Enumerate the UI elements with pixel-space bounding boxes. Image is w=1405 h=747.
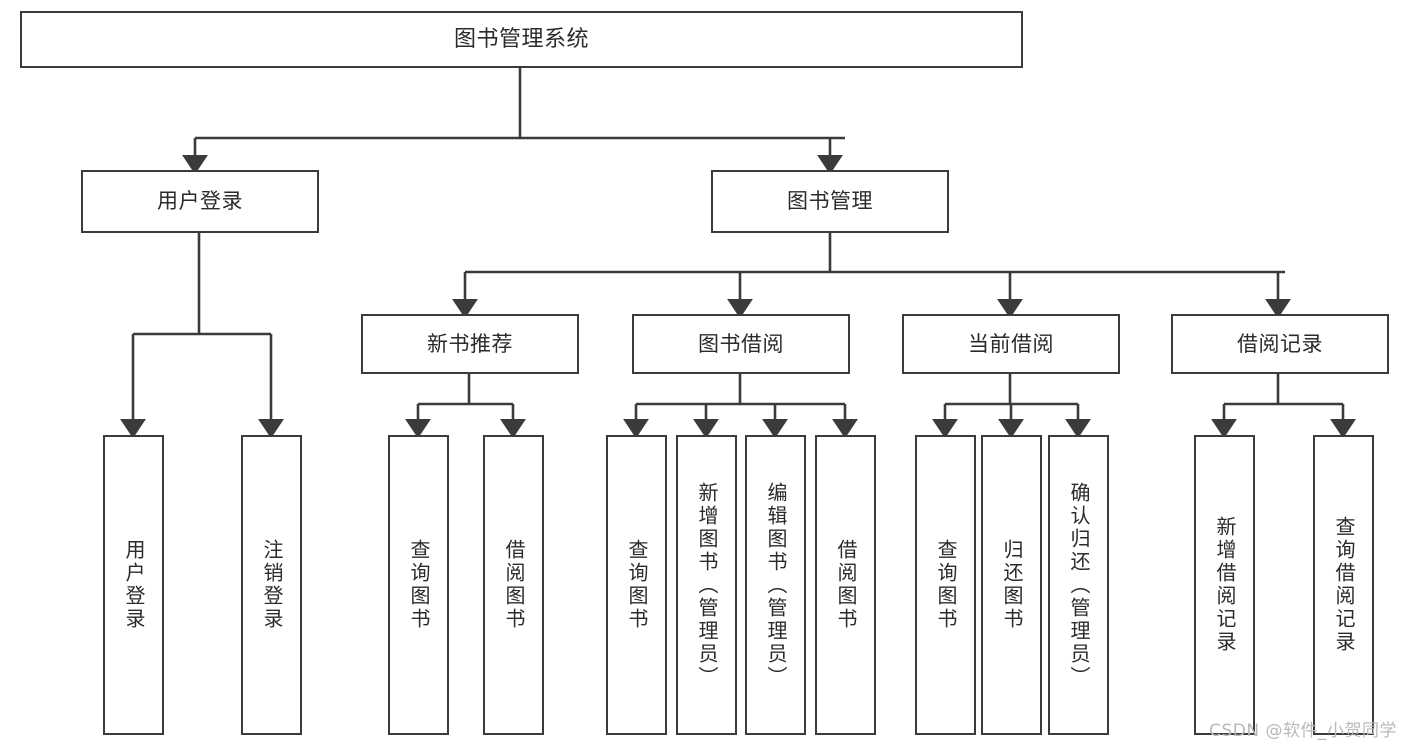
node-new-book-rec-label: 新书推荐 bbox=[427, 331, 513, 356]
node-book-manage-label: 图书管理 bbox=[787, 189, 873, 213]
node-user-login-label: 用户登录 bbox=[157, 189, 243, 213]
leaf-borrow-query[interactable]: 查询图书 bbox=[606, 435, 667, 735]
leaf-borrow-add-label: 新增图书（管理员） bbox=[695, 481, 719, 689]
node-book-manage[interactable]: 图书管理 bbox=[711, 170, 949, 233]
leaf-user-login-label: 用户登录 bbox=[122, 539, 146, 631]
leaf-user-login[interactable]: 用户登录 bbox=[103, 435, 164, 735]
leaf-rec-borrow[interactable]: 借阅图书 bbox=[483, 435, 544, 735]
leaf-user-logout[interactable]: 注销登录 bbox=[241, 435, 302, 735]
node-borrow-record[interactable]: 借阅记录 bbox=[1171, 314, 1389, 374]
leaf-rec-query[interactable]: 查询图书 bbox=[388, 435, 449, 735]
leaf-rec-query2[interactable]: 查询借阅记录 bbox=[1313, 435, 1374, 735]
node-root-label: 图书管理系统 bbox=[453, 26, 589, 52]
leaf-borrow-edit[interactable]: 编辑图书（管理员） bbox=[745, 435, 806, 735]
leaf-rec-query2-label: 查询借阅记录 bbox=[1332, 516, 1356, 654]
leaf-borrow-edit-label: 编辑图书（管理员） bbox=[764, 481, 788, 689]
leaf-rec-add[interactable]: 新增借阅记录 bbox=[1194, 435, 1255, 735]
leaf-user-logout-label: 注销登录 bbox=[260, 539, 284, 631]
leaf-rec-add-label: 新增借阅记录 bbox=[1213, 516, 1237, 654]
node-new-book-rec[interactable]: 新书推荐 bbox=[361, 314, 579, 374]
node-current-borrow[interactable]: 当前借阅 bbox=[902, 314, 1120, 374]
leaf-borrow-borrow-label: 借阅图书 bbox=[834, 539, 858, 631]
leaf-cur-query[interactable]: 查询图书 bbox=[915, 435, 976, 735]
leaf-cur-confirm-label: 确认归还（管理员） bbox=[1067, 481, 1091, 689]
leaf-borrow-borrow[interactable]: 借阅图书 bbox=[815, 435, 876, 735]
node-borrow-record-label: 借阅记录 bbox=[1237, 331, 1323, 356]
node-user-login[interactable]: 用户登录 bbox=[81, 170, 319, 233]
node-book-borrow[interactable]: 图书借阅 bbox=[632, 314, 850, 374]
csdn-watermark: CSDN @软件_小贺同学 bbox=[1209, 721, 1397, 741]
leaf-cur-confirm[interactable]: 确认归还（管理员） bbox=[1048, 435, 1109, 735]
leaf-rec-borrow-label: 借阅图书 bbox=[502, 539, 526, 631]
node-root[interactable]: 图书管理系统 bbox=[20, 11, 1023, 68]
node-book-borrow-label: 图书借阅 bbox=[698, 331, 784, 356]
leaf-borrow-query-label: 查询图书 bbox=[625, 539, 649, 631]
node-current-borrow-label: 当前借阅 bbox=[968, 331, 1054, 356]
leaf-cur-return-label: 归还图书 bbox=[1000, 539, 1024, 631]
leaf-cur-query-label: 查询图书 bbox=[934, 539, 958, 631]
leaf-borrow-add[interactable]: 新增图书（管理员） bbox=[676, 435, 737, 735]
leaf-rec-query-label: 查询图书 bbox=[407, 539, 431, 631]
leaf-cur-return[interactable]: 归还图书 bbox=[981, 435, 1042, 735]
